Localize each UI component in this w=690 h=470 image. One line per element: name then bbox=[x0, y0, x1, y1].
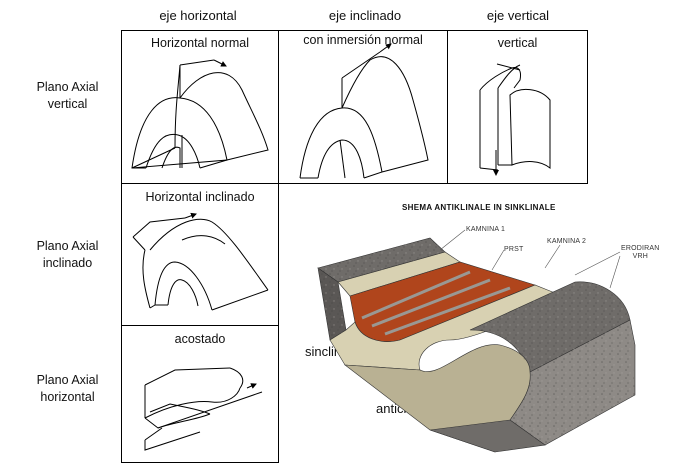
leader-lines bbox=[439, 229, 621, 289]
fold-horizontal-inclined-drawing bbox=[132, 212, 269, 311]
fold-recumbent-drawing bbox=[144, 367, 263, 451]
cell-horizontal-inclinado bbox=[121, 183, 279, 326]
label-kamnina-2: KAMNINA 2 bbox=[547, 238, 587, 245]
cell-title-inmersion-normal: con inmersión normal bbox=[303, 33, 423, 47]
cell-acostado bbox=[121, 325, 279, 463]
cell-title-horizontal-normal: Horizontal normal bbox=[151, 36, 249, 50]
column-header-eje-vertical: eje vertical bbox=[486, 8, 550, 23]
leader-kamnina-2 bbox=[544, 244, 561, 269]
schema-title: SHEMA ANTIKLINALE IN SINKLINALE bbox=[402, 203, 556, 212]
column-header-eje-inclinado: eje inclinado bbox=[328, 8, 402, 23]
label-kamnina-1: KAMNINA 1 bbox=[466, 226, 506, 233]
row-header-plano-axial-horizontal: Plano Axial horizontal bbox=[20, 372, 115, 406]
block-texture bbox=[318, 238, 635, 445]
cell-title-acostado: acostado bbox=[174, 332, 226, 346]
row-header-line: Plano Axial horizontal bbox=[36, 373, 99, 404]
leader-prst bbox=[491, 249, 505, 271]
texture-right bbox=[470, 281, 635, 445]
label-erodiran-vrh: ERODIRAN VRH bbox=[621, 245, 660, 260]
clay-stripe bbox=[361, 270, 511, 336]
fold-vertical-drawing bbox=[479, 63, 551, 176]
row-header-line: Plano Axial inclinado bbox=[36, 239, 99, 270]
leader-kamnina-1 bbox=[439, 229, 466, 251]
label-prst: PRST bbox=[504, 246, 524, 253]
leader-erodiran bbox=[574, 251, 621, 289]
row-header-line: Plano Axial vertical bbox=[36, 80, 99, 111]
row-header-plano-axial-vertical: Plano Axial vertical bbox=[20, 79, 115, 113]
cell-title-horizontal-inclinado: Horizontal inclinado bbox=[145, 190, 255, 204]
cell-title-vertical: vertical bbox=[497, 36, 538, 50]
fold-plunging-normal-drawing bbox=[299, 43, 429, 179]
cell-inmersion-normal bbox=[278, 30, 448, 184]
fold-horizontal-normal-drawing bbox=[131, 59, 269, 169]
column-header-eje-horizontal: eje horizontal bbox=[159, 8, 237, 23]
texture-left bbox=[318, 238, 445, 340]
row-header-plano-axial-inclinado: Plano Axial inclinado bbox=[20, 238, 115, 272]
